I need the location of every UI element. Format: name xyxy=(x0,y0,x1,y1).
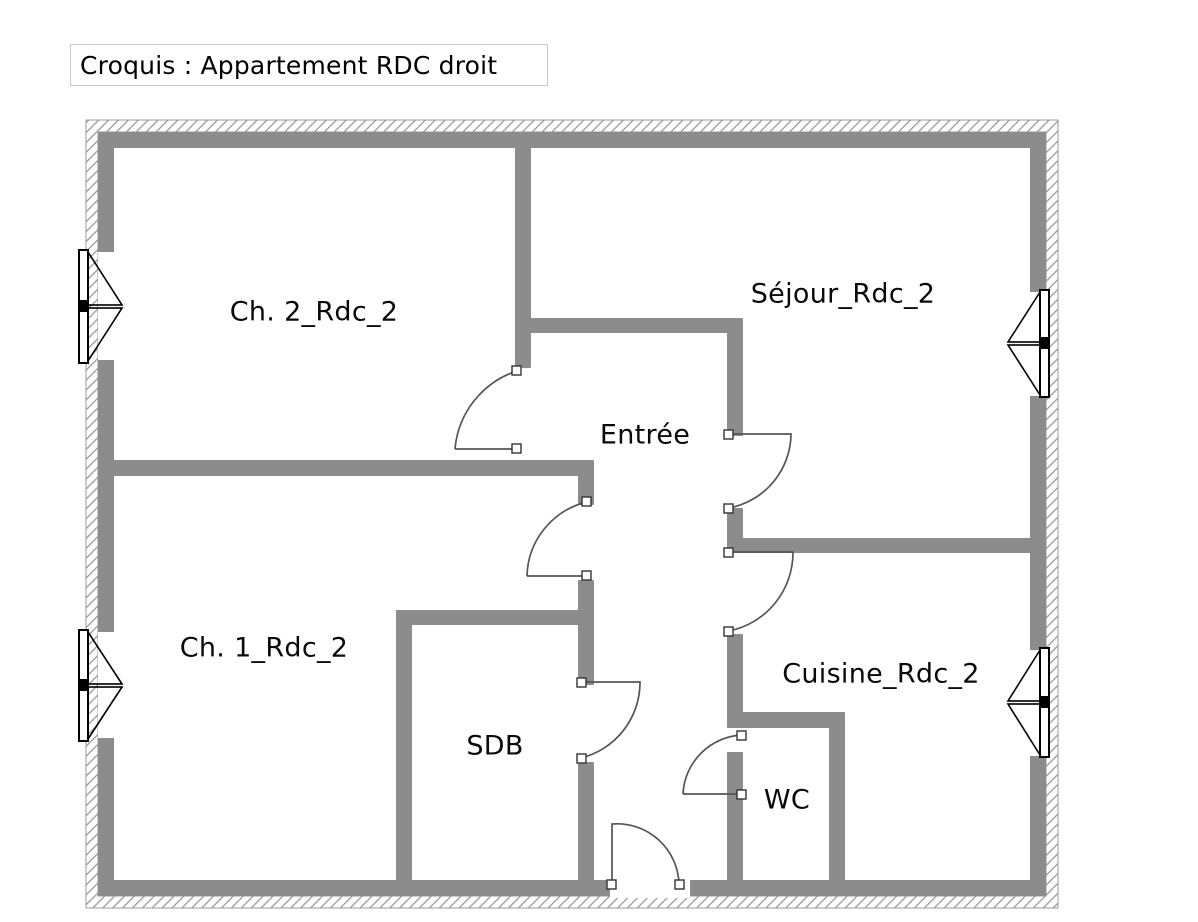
room-label-cuisine: Cuisine_Rdc_2 xyxy=(782,658,980,690)
exterior-wall-structure xyxy=(98,132,1046,896)
door-ch1 xyxy=(526,496,592,581)
title-box xyxy=(70,44,548,86)
door-entrance xyxy=(606,822,685,890)
interior-walls xyxy=(112,146,1032,884)
doors xyxy=(454,365,794,890)
window-ch1-left xyxy=(78,629,124,742)
room-label-sejour: Séjour_Rdc_2 xyxy=(750,278,936,310)
room-label-ch2: Ch. 2_Rdc_2 xyxy=(229,296,399,328)
room-label-entree: Entrée xyxy=(599,419,691,451)
window-openings xyxy=(98,252,1047,898)
exterior-wall-hatched xyxy=(85,119,1059,909)
room-label-ch1: Ch. 1_Rdc_2 xyxy=(179,632,349,664)
page-title: Croquis : Appartement RDC droit xyxy=(80,51,498,80)
room-label-wc: WC xyxy=(763,784,811,816)
door-sejour xyxy=(723,429,792,514)
room-label-sdb: SDB xyxy=(466,730,524,762)
door-sdb xyxy=(576,677,641,764)
window-ch2-left xyxy=(78,249,124,364)
door-cuisine xyxy=(723,547,794,637)
window-cuisine-right xyxy=(1006,647,1050,758)
door-ch2 xyxy=(454,365,522,454)
window-sejour-right xyxy=(1006,289,1050,398)
door-wc xyxy=(682,730,747,800)
